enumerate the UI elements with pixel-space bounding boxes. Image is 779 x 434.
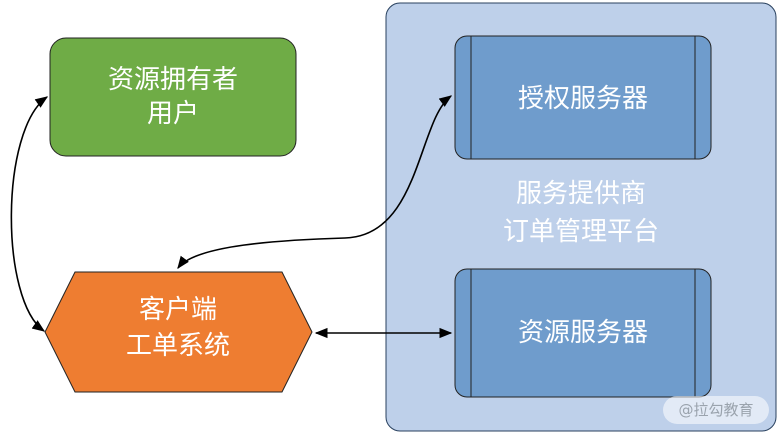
resource-owner-label-line1: 资源拥有者 — [108, 65, 238, 95]
platform-label-line2: 订单管理平台 — [503, 217, 659, 247]
client-auth-connector — [177, 95, 453, 270]
platform-label-line1: 服务提供商 — [516, 179, 646, 209]
resource-server-label: 资源服务器 — [518, 318, 648, 348]
resource-server-node — [454, 268, 712, 398]
watermark-badge — [663, 396, 769, 424]
client-label-line1: 客户端 — [139, 295, 217, 325]
auth-server-node — [454, 35, 712, 160]
watermark-text: @拉勾教育 — [678, 401, 753, 419]
owner-client-connector — [10, 96, 49, 332]
resource-owner-node — [49, 37, 297, 157]
auth-server-label: 授权服务器 — [518, 84, 648, 114]
client-node — [44, 271, 313, 393]
client-label-line2: 工单系统 — [126, 331, 230, 361]
resource-owner-label-line2: 用户 — [147, 99, 199, 129]
